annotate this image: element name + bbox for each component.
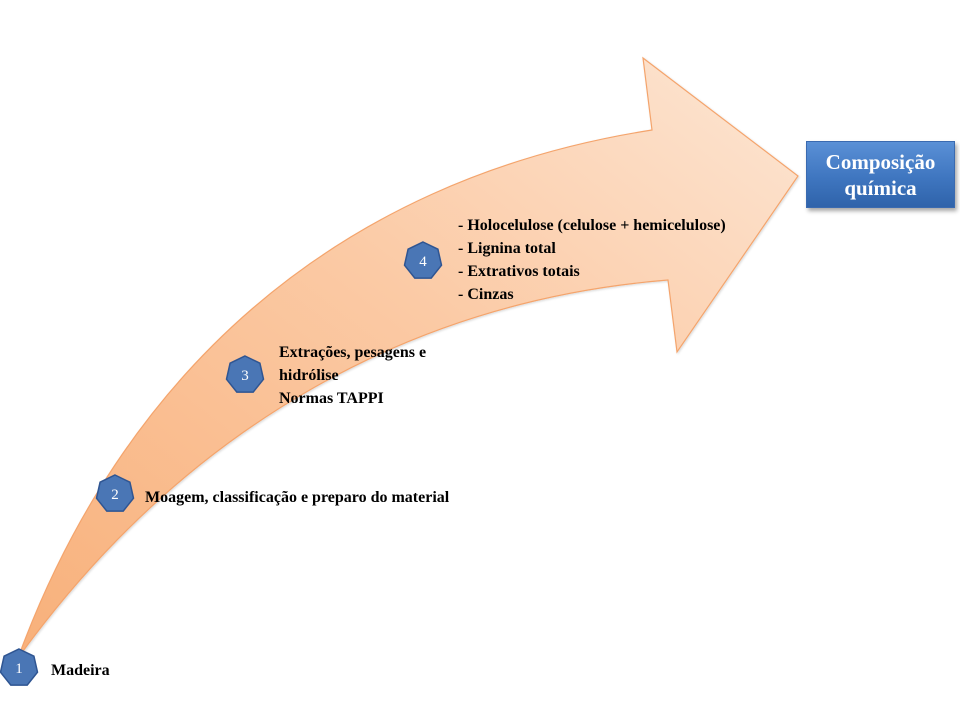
step-3-number: 3	[241, 368, 249, 384]
step-3-label: Extrações, pesagens e hidrólise Normas T…	[279, 341, 426, 410]
step-4-line-4: - Cinzas	[458, 286, 514, 303]
step-4-marker	[403, 241, 443, 279]
step-1-label: Madeira	[51, 659, 110, 682]
curved-process-arrow	[17, 56, 799, 659]
target-label: Composição química	[825, 149, 936, 200]
step-1-line: Madeira	[51, 662, 110, 679]
step-3-line-1: Extrações, pesagens e	[279, 344, 427, 361]
target-composicao-quimica-box: Composição química	[806, 141, 955, 208]
step-3-line-3: Normas TAPPI	[279, 390, 384, 407]
step-4-line-2: - Lignina total	[458, 240, 556, 257]
step-4-label: - Holocelulose (celulose + hemicelulose)…	[458, 214, 726, 306]
step-1-number: 1	[15, 661, 23, 677]
step-4-line-1: - Holocelulose (celulose + hemicelulose)	[458, 217, 726, 234]
step-4-number: 4	[419, 254, 427, 270]
step-1-marker	[0, 648, 39, 686]
step-2-marker	[95, 474, 135, 512]
step-4-line-3: - Extrativos totais	[458, 263, 580, 280]
step-2-line: Moagem, classificação e preparo do mater…	[145, 489, 450, 506]
step-2-label: Moagem, classificação e preparo do mater…	[145, 486, 449, 509]
step-2-number: 2	[111, 487, 119, 503]
step-3-marker	[225, 355, 265, 393]
step-3-line-2: hidrólise	[279, 367, 339, 384]
step-markers: 1 2 3 4	[0, 241, 443, 686]
